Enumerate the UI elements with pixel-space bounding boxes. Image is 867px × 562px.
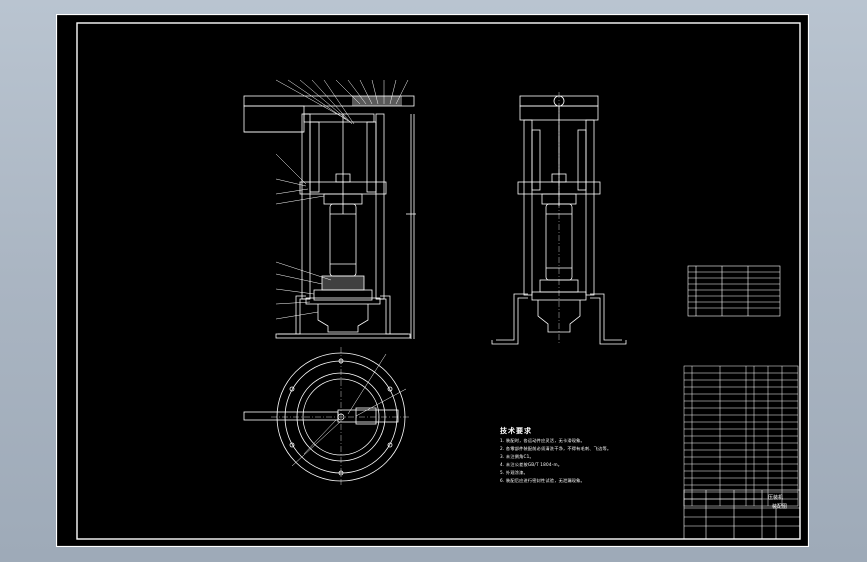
title-block-code: 装配图 [772, 504, 788, 510]
front-view [243, 79, 416, 339]
inner-frame [76, 22, 801, 540]
requirement-line: 2. 各零部件装配前必须清洗干净，不得有毛刺、飞边等。 [500, 446, 612, 451]
title-block [683, 489, 801, 540]
technical-requirements-title: 技术要求 [500, 427, 532, 435]
requirement-line: 4. 未注公差按GB/T 1804-m。 [500, 462, 563, 467]
drawing-sheet: 技术要求 1. 装配时，各运动件应灵活，无卡滞现象。 2. 各零部件装配前必须清… [56, 14, 809, 547]
side-view [491, 92, 627, 345]
requirement-line: 6. 装配后应进行密封性试验，无泄漏现象。 [500, 478, 585, 483]
cad-drawing [56, 14, 809, 547]
top-view [243, 347, 411, 487]
requirement-line: 1. 装配时，各运动件应灵活，无卡滞现象。 [500, 438, 585, 443]
title-block-title: 压装机 [768, 495, 784, 501]
parameter-table [687, 265, 781, 317]
parts-list [683, 365, 799, 507]
requirement-line: 5. 外观涂漆。 [500, 470, 528, 475]
outer-frame [56, 14, 809, 547]
requirement-line: 3. 未注倒角C1。 [500, 454, 534, 459]
